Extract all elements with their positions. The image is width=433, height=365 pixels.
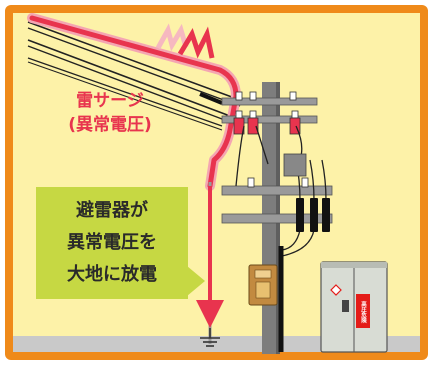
callout-text-line3: 大地に放電 xyxy=(67,264,157,285)
high-voltage-warning-label: 高圧危険 xyxy=(356,294,370,328)
ground-strip xyxy=(13,336,420,352)
arrow-down-icon xyxy=(196,300,224,328)
callout-text-line1: 避雷器が xyxy=(76,200,148,221)
callout-box xyxy=(36,187,188,299)
lightning-zigzag-icon xyxy=(155,23,189,52)
insulators xyxy=(235,91,309,188)
lightning-zigzag-icon xyxy=(177,26,215,59)
meter-box xyxy=(248,264,278,306)
power-lines xyxy=(27,21,241,131)
callout-text-line2: 異常電圧を xyxy=(67,232,157,253)
callout-pointer xyxy=(187,266,205,296)
cross-arms xyxy=(221,97,333,224)
fuse-cutouts xyxy=(296,198,330,232)
line-clamp xyxy=(199,92,223,105)
surge-label-line2: (異常電圧) xyxy=(68,115,152,135)
warning-sign-icon xyxy=(330,284,342,296)
high-voltage-cabinet xyxy=(320,261,388,353)
surge-label-line1: 雷サージ xyxy=(76,91,144,111)
earth-ground-icon xyxy=(200,328,220,347)
cutout-switch xyxy=(283,153,307,177)
surge-path xyxy=(29,15,239,189)
